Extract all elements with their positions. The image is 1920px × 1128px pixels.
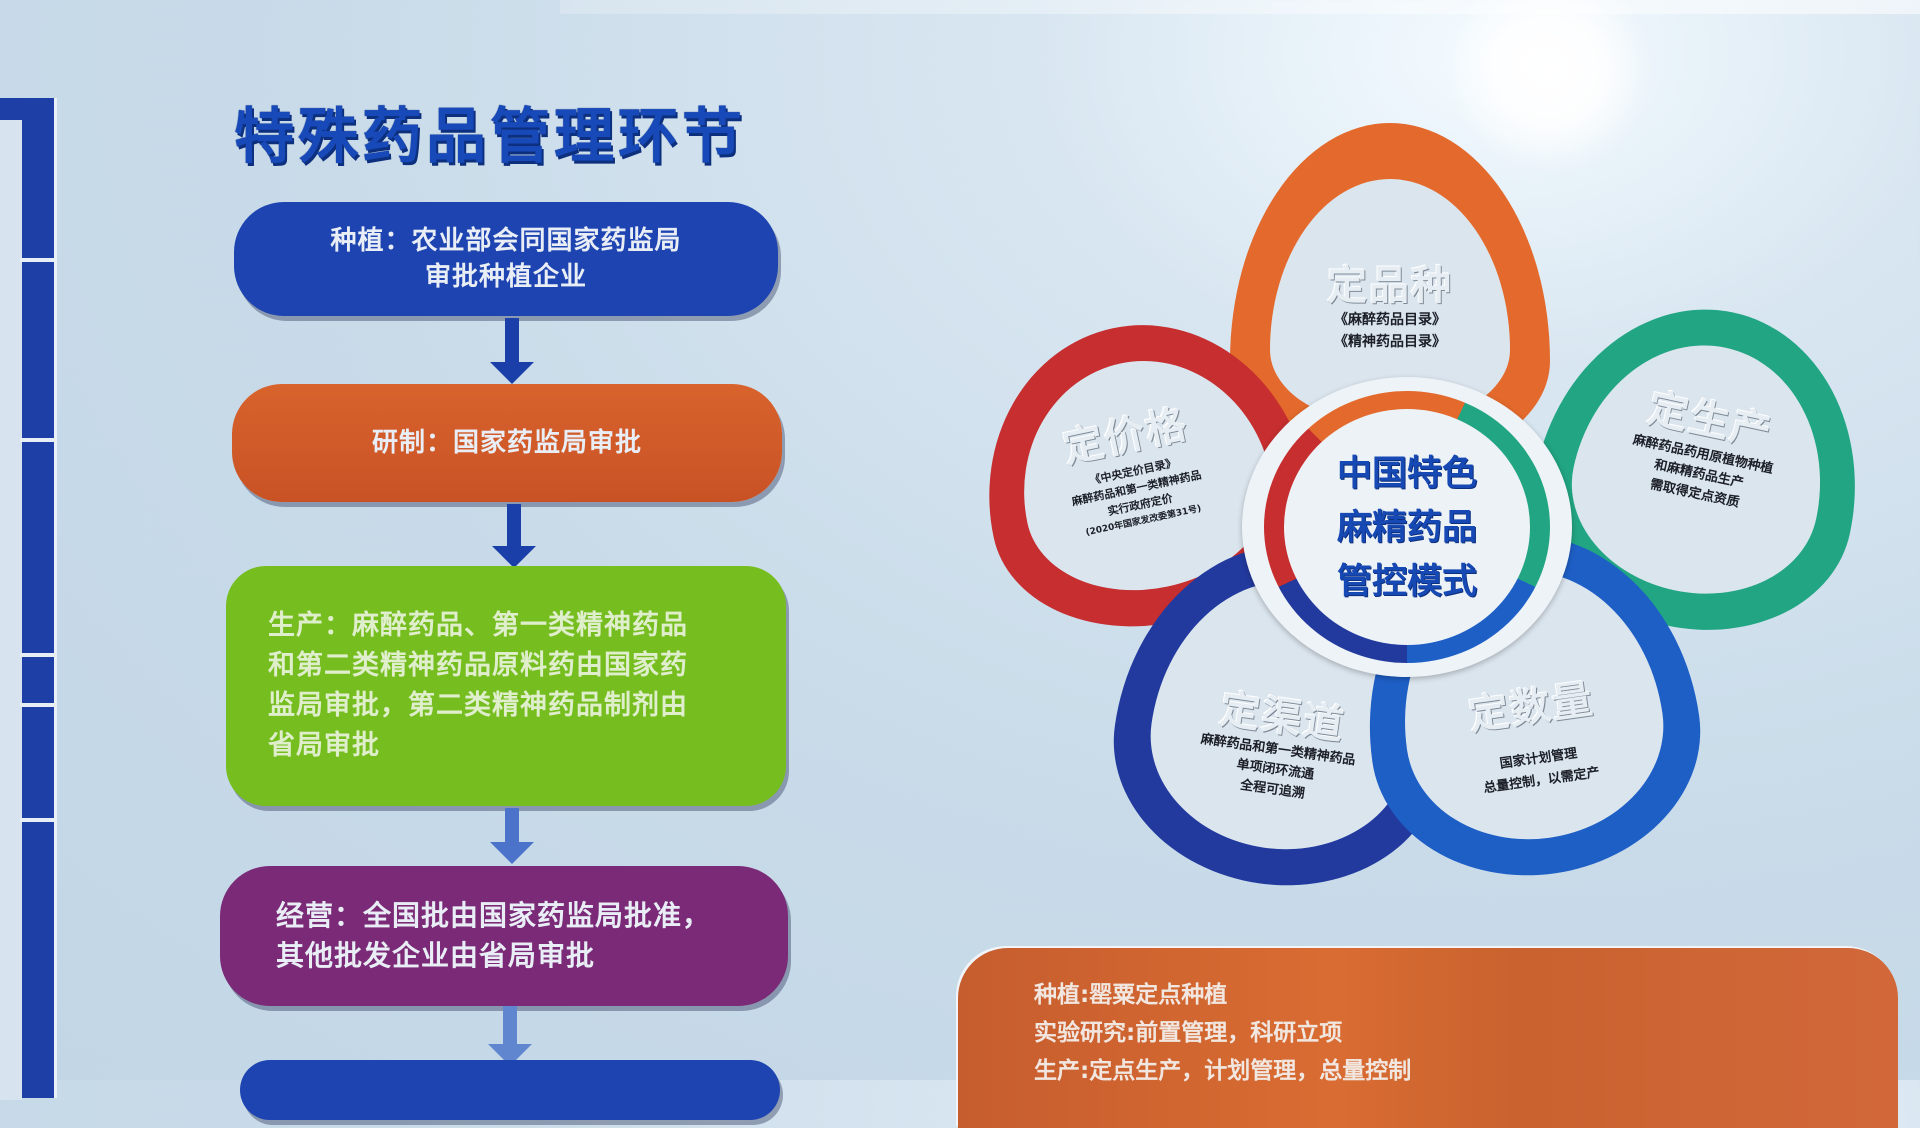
frame-seam [20, 438, 56, 442]
frame-seam [20, 258, 56, 262]
frame-seam [20, 703, 56, 707]
petal-title: 定品种 [1327, 263, 1453, 309]
center-inner [1284, 409, 1530, 645]
frame-seam [20, 653, 56, 657]
frame-seam [20, 818, 56, 822]
center-title: 中国特色 麻精药品 管控模式 [1336, 454, 1477, 602]
down-arrow-icon [490, 808, 534, 864]
summary-list: 种植:罂粟定点种植 实验研究:前置管理，科研立项 生产:定点生产，计划管理，总量… [1034, 976, 1411, 1090]
flow-step-text: 研制：国家药监局审批 [371, 428, 642, 458]
summary-line: 种植:罂粟定点种植 [1034, 982, 1228, 1008]
left-blue-frame [0, 98, 57, 1100]
flow-step-text: 生产：麻醉药品、第一类精神药品 和第二类精神药品原料药由国家药 监局审批，第二类… [268, 610, 688, 761]
petal-desc: 《麻醉药品目录》 《精神药品目录》 [1334, 312, 1446, 350]
bottom-summary-panel: 种植:罂粟定点种植 实验研究:前置管理，科研立项 生产:定点生产，计划管理，总量… [958, 948, 1898, 1128]
center-disc: 中国特色 麻精药品 管控模式 [1242, 377, 1572, 677]
control-model-diagram: 定品种 《麻醉药品目录》 《精神药品目录》 定价格 《中央定价目录》 麻醉药品和… [956, 115, 1890, 907]
flow-step-text: 经营：全国批由国家药监局批准， 其他批发企业由省局审批 [276, 899, 712, 972]
panel-title: 特殊药品管理环节 [234, 102, 746, 172]
flow-step-planting: 种植：农业部会同国家药监局 审批种植企业 [234, 202, 778, 316]
down-arrow-icon [492, 504, 536, 568]
light-glare [1440, 0, 1660, 170]
flow-step-text: 种植：农业部会同国家药监局 审批种植企业 [330, 226, 682, 292]
flow-step-research: 研制：国家药监局审批 [232, 384, 782, 502]
ceiling-strip [560, 0, 1920, 14]
summary-line: 生产:定点生产，计划管理，总量控制 [1034, 1058, 1412, 1084]
summary-line: 实验研究:前置管理，科研立项 [1034, 1020, 1343, 1046]
color-ring [1264, 391, 1550, 663]
down-arrow-icon [488, 1006, 532, 1066]
down-arrow-icon [490, 318, 534, 384]
flow-step-production: 生产：麻醉药品、第一类精神药品 和第二类精神药品原料药由国家药 监局审批，第二类… [226, 566, 786, 806]
flow-step-next-partial [240, 1060, 780, 1120]
flow-step-business: 经营：全国批由国家药监局批准， 其他批发企业由省局审批 [220, 866, 788, 1006]
